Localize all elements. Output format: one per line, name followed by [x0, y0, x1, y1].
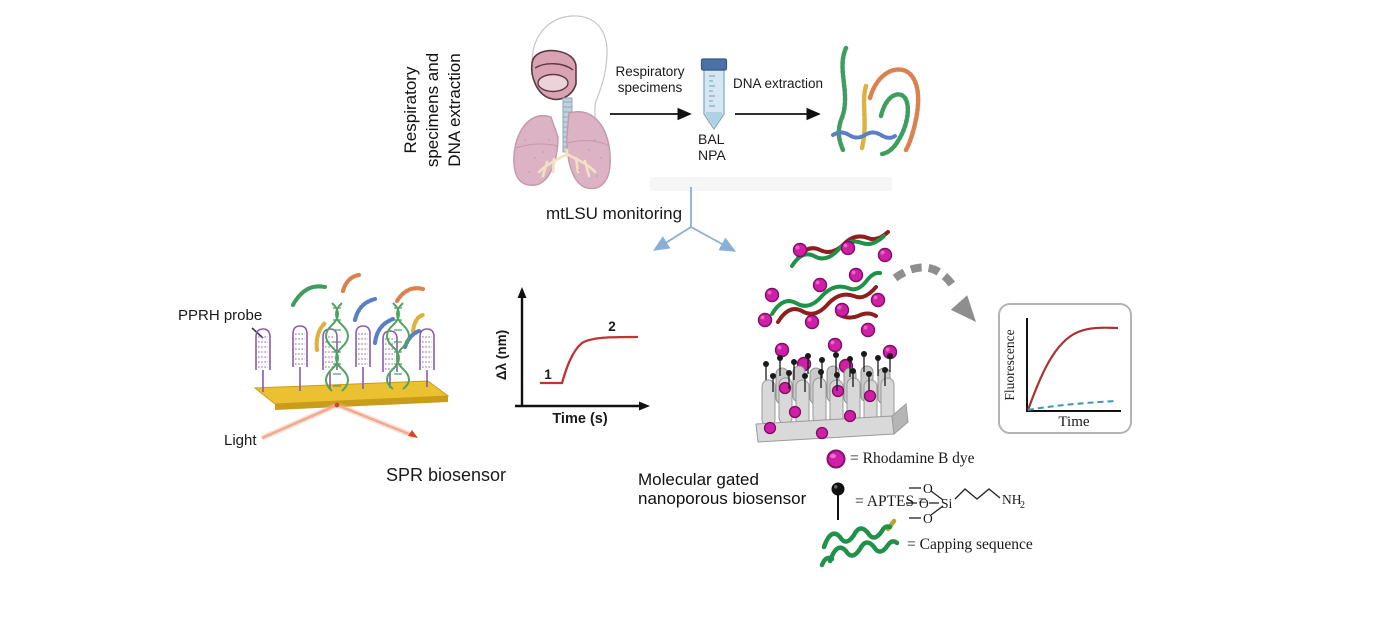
rotated-label-line3: DNA extraction — [445, 53, 464, 167]
floating-strand-green — [290, 284, 328, 308]
specimen-tube-illustration — [700, 58, 728, 131]
specimen-arrow-label-line2: specimens — [617, 80, 683, 95]
light-label: Light — [224, 432, 257, 449]
branch-right-arrow — [690, 226, 737, 252]
rotated-label-line1: Respiratory — [401, 66, 420, 154]
fluorescence-panel: Fluorescence Time — [998, 303, 1132, 434]
branch-arrows — [652, 187, 737, 252]
dashed-transition-arrow — [892, 263, 976, 322]
dna-extraction-label: DNA extraction — [733, 76, 824, 91]
aptes-legend-label: = APTES = — [855, 493, 927, 510]
spr-biosensor-illustration — [251, 272, 450, 441]
spr-sensorgram-chart: 1 2 Δλ (nm) Time (s) — [494, 287, 650, 427]
aptes-pins — [763, 351, 893, 392]
fluoro-curve-positive — [1026, 326, 1119, 411]
head-lungs-illustration — [513, 15, 611, 190]
floating-strand-orange-1 — [340, 272, 362, 294]
pprh-label-pointer — [251, 327, 264, 339]
spr-xlabel: Time (s) — [552, 411, 608, 427]
tube-label-npa: NPA — [698, 146, 726, 163]
palate-line — [534, 63, 574, 71]
aptes-nh-subscript: 2 — [1020, 500, 1025, 511]
lung-fissures — [515, 140, 610, 149]
tube-label-bal: BAL — [698, 131, 725, 147]
aptes-chemical-structure: O O Si O NH 2 — [906, 481, 1025, 526]
nanoporous-block — [755, 365, 909, 443]
spr-x-arrowhead — [639, 401, 650, 411]
dna-strand-orange-arch — [867, 67, 921, 153]
spr-point2-label: 2 — [608, 319, 616, 334]
rhodamine-sphere-icon — [826, 449, 846, 469]
fluoro-curve-control — [1027, 400, 1117, 411]
nano-caption-line1: Molecular gated — [638, 470, 759, 489]
rhodamine-legend-label: = Rhodamine B dye — [850, 450, 975, 467]
aptes-o-top: O — [923, 481, 933, 496]
floating-strand-blue-1 — [352, 296, 378, 323]
light-beams — [260, 402, 418, 441]
spr-caption: SPR biosensor — [385, 465, 507, 485]
floating-strand-orange-2 — [394, 286, 426, 304]
reflected-beam — [336, 403, 415, 438]
nano-caption: Molecular gated nanoporous biosensor — [638, 470, 806, 508]
tube-liquid — [706, 112, 722, 127]
spr-binding-curve — [540, 335, 639, 385]
capping-strand-green-1 — [790, 234, 886, 268]
section-label-respiratory-dna: Respiratory specimens and DNA extraction — [400, 40, 466, 180]
beam-apex — [334, 402, 340, 408]
block-base-side — [891, 403, 909, 435]
aptes-si: Si — [941, 496, 953, 511]
lung-speckles — [524, 139, 602, 177]
tube-graduations — [709, 75, 715, 107]
branch-left-arrow — [652, 226, 692, 251]
capping-legend-label: = Capping sequence — [907, 536, 1033, 553]
fluorescence-chart: Fluorescence Time — [1002, 318, 1121, 430]
floating-strand-blue-2 — [372, 316, 396, 346]
rotated-label-line2: specimens and — [423, 52, 442, 168]
fluoro-xlabel: Time — [1058, 414, 1089, 430]
nanoporous-biosensor-illustration — [755, 230, 909, 443]
floating-strand-yellow-1 — [314, 320, 328, 353]
nano-caption-line2: nanoporous biosensor — [638, 489, 807, 508]
incident-beam — [261, 403, 338, 440]
tube-labels: BAL NPA — [698, 131, 726, 163]
floating-strand-blue-3 — [402, 328, 422, 350]
bronchial-tree — [537, 148, 597, 178]
specimen-arrow-label: Respiratory specimens — [600, 64, 700, 96]
capping-strand-green-2 — [770, 270, 882, 316]
extracted-dna-strands — [831, 45, 921, 157]
spr-y-arrowhead — [517, 287, 527, 298]
aptes-o-mid: O — [919, 496, 929, 511]
dna-strand-green-arch — [878, 92, 911, 157]
bound-dna-helices — [325, 302, 410, 392]
faint-watermark-band — [650, 177, 892, 191]
dna-extraction-arrow — [735, 107, 821, 121]
target-strand-darkred-2 — [776, 285, 878, 324]
pprh-probe-label: PPRH probe — [178, 307, 263, 324]
dna-strand-green-long — [836, 45, 849, 153]
specimen-arrow — [610, 107, 692, 121]
beam-arrowhead — [408, 430, 418, 438]
aptes-pin-icon — [831, 482, 845, 520]
oral-cavity — [537, 73, 569, 93]
fluoro-ylabel: Fluorescence — [1002, 329, 1017, 400]
dna-strand-blue — [831, 130, 897, 140]
left-lung — [513, 114, 559, 187]
dna-strand-yellow — [859, 83, 869, 151]
spr-ylabel: Δλ (nm) — [494, 330, 509, 380]
floating-strand-yellow-2 — [410, 312, 426, 334]
specimen-arrow-label-line1: Respiratory — [615, 64, 685, 79]
aptes-o-bottom: O — [923, 511, 933, 526]
aptes-nh: NH — [1002, 492, 1022, 507]
pprh-probes — [255, 325, 435, 392]
tube-cap — [700, 58, 728, 71]
gold-chip-edge — [275, 396, 448, 410]
spr-point1-label: 1 — [544, 367, 552, 382]
monitoring-label: mtLSU monitoring — [546, 204, 683, 223]
capping-sequence-icon — [819, 518, 900, 568]
